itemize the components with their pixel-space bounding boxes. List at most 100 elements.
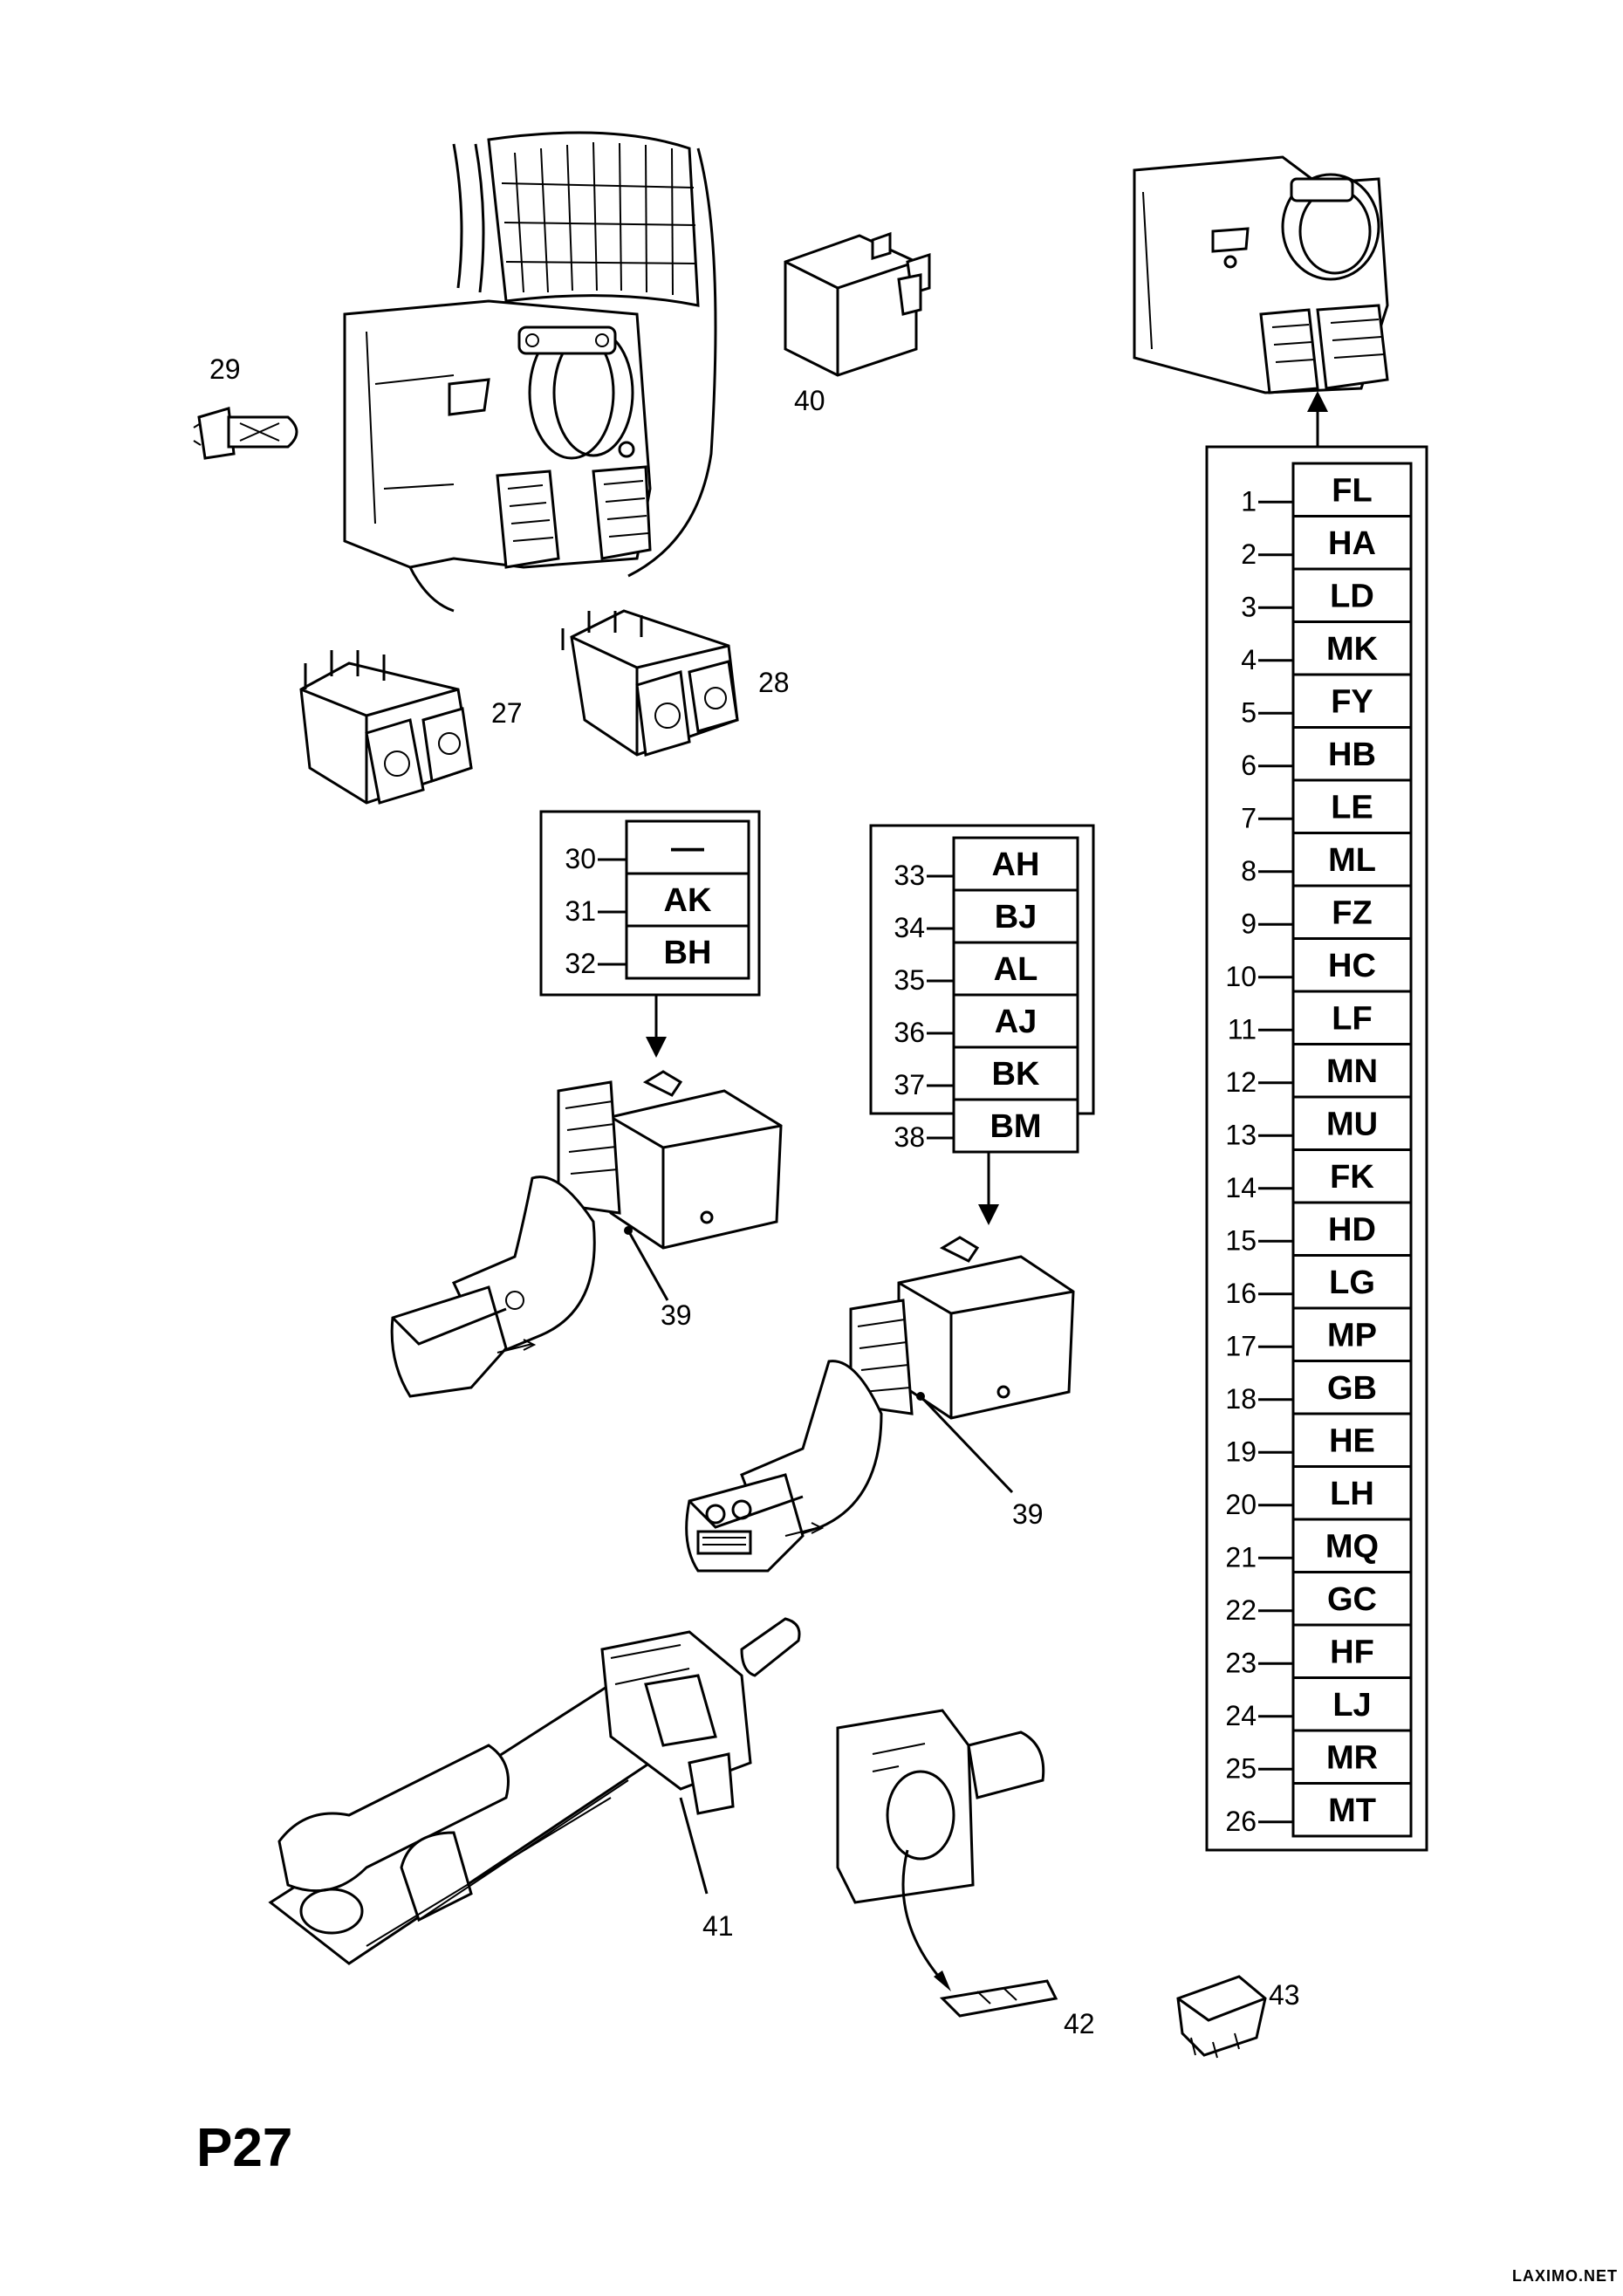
table-big-row-number: 15 xyxy=(1225,1224,1257,1256)
table-mid-row-cell xyxy=(952,1098,1079,1154)
table-big-row-code: GB xyxy=(1327,1370,1377,1407)
table-big-row-cell xyxy=(1291,515,1413,571)
table-mid-row-number: 34 xyxy=(894,912,925,943)
table-mid-row-number: 35 xyxy=(894,964,925,996)
table-mid-row-cell xyxy=(952,993,1079,1049)
table-big-row-cell xyxy=(1291,1623,1413,1679)
table-big-row-number: 19 xyxy=(1225,1436,1257,1467)
table-small-row-code: AK xyxy=(664,882,712,919)
table-big-row-code: MK xyxy=(1326,631,1379,668)
table-mid-row-cell xyxy=(952,836,1079,892)
table-big-row-cell xyxy=(1291,1676,1413,1732)
table-big-row-cell xyxy=(1291,1201,1413,1257)
table-big-row-number: 14 xyxy=(1225,1172,1257,1203)
table-small-row-number: 31 xyxy=(565,895,596,927)
bulb-29-drawing xyxy=(193,407,298,460)
table-mid-row-code: AL xyxy=(994,951,1038,988)
table-small-row-cell xyxy=(625,872,750,928)
table-big-row-code: LD xyxy=(1330,578,1374,614)
table-big-row-cell xyxy=(1291,567,1413,623)
table-small-row-number: 30 xyxy=(565,843,596,874)
table-big-row-cell xyxy=(1291,1148,1413,1204)
table-big-row-number: 20 xyxy=(1225,1489,1257,1520)
table-big-row-cell xyxy=(1291,1095,1413,1151)
table-big-row-number: 22 xyxy=(1225,1594,1257,1626)
table-mid-row-code: AJ xyxy=(995,1004,1037,1040)
table-small-frame xyxy=(539,810,761,997)
relay-40-drawing xyxy=(784,231,931,377)
steering-column-drawing xyxy=(268,1617,801,1965)
switch-28-drawing xyxy=(561,609,739,757)
table-big-row-code: FY xyxy=(1331,683,1373,720)
table-big-row-number: 6 xyxy=(1241,750,1257,781)
table-big-row-number: 3 xyxy=(1241,591,1257,622)
callout-43: 43 xyxy=(1269,1979,1300,2011)
table-big-row-number: 21 xyxy=(1225,1541,1257,1573)
table-big-row-number: 25 xyxy=(1225,1752,1257,1784)
table-big-row-code: FL xyxy=(1332,472,1372,509)
table-big-row-number: 13 xyxy=(1225,1119,1257,1150)
table-big-row-number: 26 xyxy=(1225,1806,1257,1837)
table-big-row-code: LF xyxy=(1332,1000,1372,1037)
table-mid-row-number: 38 xyxy=(894,1121,925,1153)
table-big-row-number: 7 xyxy=(1241,802,1257,833)
table-big-row-cell xyxy=(1291,1254,1413,1310)
table-small-row-number: 32 xyxy=(565,948,596,979)
table-big-row-cell xyxy=(1291,937,1413,993)
callout-39-upper: 39 xyxy=(661,1299,692,1331)
table-mid-row-cell xyxy=(952,1045,1079,1101)
callout-39-lower: 39 xyxy=(1012,1498,1044,1530)
table-big-row-number: 1 xyxy=(1241,485,1257,517)
table-mid-row-code: BK xyxy=(992,1056,1040,1093)
table-big-row-number: 18 xyxy=(1225,1383,1257,1415)
table-small-row-code: BH xyxy=(664,935,712,971)
table-big-row-code: HD xyxy=(1328,1211,1376,1248)
table-mid-row-code: AH xyxy=(992,846,1040,883)
callout-27: 27 xyxy=(491,697,523,729)
callout-40: 40 xyxy=(794,385,825,416)
table-big-row-code: MU xyxy=(1326,1106,1378,1142)
table-big-row-cell xyxy=(1291,673,1413,729)
table-big-row-code: HF xyxy=(1330,1634,1374,1670)
table-big-row-code: MT xyxy=(1328,1792,1376,1829)
table-big-row-code: FK xyxy=(1330,1159,1374,1196)
table-big-row-cell xyxy=(1291,832,1413,888)
table-big-row-cell xyxy=(1291,1412,1413,1468)
light-switch-dashboard-drawing xyxy=(343,131,717,613)
table-big-row-cell xyxy=(1291,778,1413,834)
table-big-row-number: 17 xyxy=(1225,1330,1257,1361)
table-small-row-cell xyxy=(625,819,750,875)
table-small-row-code: — xyxy=(671,830,704,867)
table-big-row-code: HA xyxy=(1328,525,1376,562)
page-code: P27 xyxy=(196,2118,292,2178)
stalk-switch-upper-drawing xyxy=(390,1070,783,1398)
table-big-row-code: ML xyxy=(1328,842,1376,879)
light-switch-assembly-right-drawing xyxy=(1133,155,1389,394)
table-big-row-cell xyxy=(1291,1782,1413,1838)
table-big-row-cell xyxy=(1291,884,1413,940)
table-mid-row-number: 37 xyxy=(894,1069,925,1100)
callout-41: 41 xyxy=(702,1910,734,1942)
clip-42-drawing xyxy=(939,1979,1058,2018)
table-big-row-number: 9 xyxy=(1241,908,1257,939)
table-big-row-number: 5 xyxy=(1241,696,1257,728)
table-big-row-number: 16 xyxy=(1225,1278,1257,1309)
callout-29: 29 xyxy=(209,353,241,385)
table-big-row-cell xyxy=(1291,1043,1413,1099)
table-big-row-code: HB xyxy=(1328,737,1376,773)
table-mid-row-number: 33 xyxy=(894,860,925,891)
table-big-row-code: GC xyxy=(1327,1581,1377,1618)
table-big-row-cell xyxy=(1291,620,1413,676)
table-big-row-code: MN xyxy=(1326,1053,1378,1090)
table-big-row-cell xyxy=(1291,1360,1413,1415)
table-big-row-code: MP xyxy=(1327,1317,1377,1354)
table-big-row-cell xyxy=(1291,1465,1413,1521)
plug-43-drawing xyxy=(1176,1975,1267,2059)
table-big-row-code: LH xyxy=(1330,1476,1374,1512)
table-big-row-code: MQ xyxy=(1325,1528,1379,1565)
table-big-row-code: MR xyxy=(1326,1739,1378,1776)
table-mid-row-code: BJ xyxy=(995,899,1037,936)
